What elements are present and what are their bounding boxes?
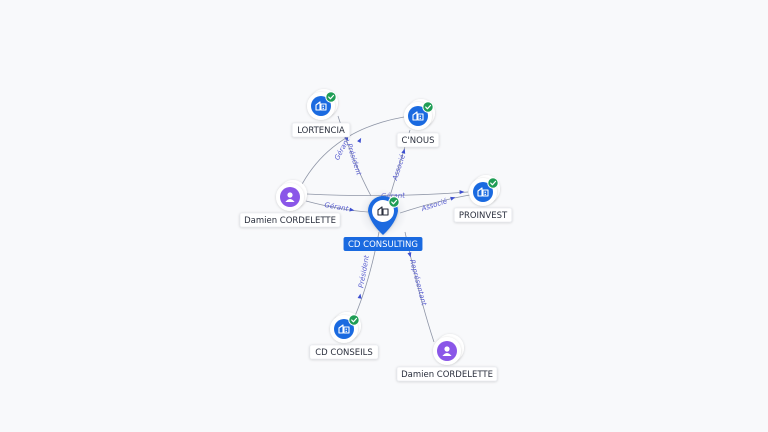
node-label: Damien CORDELETTE bbox=[239, 212, 341, 228]
verified-check-icon bbox=[388, 196, 400, 208]
node-name: Damien CORDELETTE bbox=[401, 370, 493, 380]
node-name: C'NOUS bbox=[402, 136, 435, 146]
edge-arrow bbox=[401, 148, 406, 154]
edge-label: Associé bbox=[391, 153, 407, 182]
node-damien1[interactable]: Damien CORDELETTE bbox=[239, 180, 341, 228]
node-name: Damien CORDELETTE bbox=[244, 216, 336, 226]
edge-line bbox=[299, 116, 405, 189]
node-label: C'NOUS bbox=[396, 132, 440, 148]
edge-label: Président bbox=[345, 142, 363, 176]
node-label: CD CONSEILS bbox=[309, 344, 379, 360]
edge-label: Gérant bbox=[324, 201, 349, 213]
edge-center-cdconseils: Président bbox=[354, 231, 380, 317]
center-node[interactable]: CD CONSULTING bbox=[343, 189, 423, 251]
edge-label: Associé bbox=[420, 197, 449, 213]
node-cdconseils[interactable]: CD CONSEILS bbox=[309, 312, 379, 360]
verified-check-icon bbox=[487, 177, 499, 189]
edge-arrow bbox=[450, 196, 456, 201]
node-lortencia[interactable]: LORTENCIA bbox=[291, 89, 351, 138]
center-node-name: CD CONSULTING bbox=[348, 240, 418, 250]
verified-check-icon bbox=[325, 91, 337, 103]
edge-label: Président bbox=[357, 254, 371, 288]
person-icon bbox=[442, 346, 452, 356]
company-icon bbox=[477, 187, 489, 197]
person-icon bbox=[285, 192, 295, 202]
nodes-layer: LORTENCIA C'NOUS Damien CORDELETTE PROINVES… bbox=[239, 89, 513, 382]
node-label: PROINVEST bbox=[453, 207, 513, 223]
edge-arrow bbox=[357, 293, 362, 299]
node-name: CD CONSEILS bbox=[315, 348, 373, 358]
edge-damien1-center: Gérant bbox=[305, 200, 369, 213]
company-icon bbox=[412, 111, 424, 121]
verified-check-icon bbox=[422, 101, 434, 113]
node-proinvest[interactable]: PROINVEST bbox=[453, 175, 513, 223]
edge-label: Représentant bbox=[408, 259, 428, 307]
node-name: LORTENCIA bbox=[297, 126, 345, 136]
edge-arrow bbox=[459, 190, 465, 195]
edge-line bbox=[399, 194, 471, 214]
node-damien2[interactable]: Damien CORDELETTE bbox=[396, 334, 498, 382]
edge-arrow bbox=[357, 137, 362, 144]
company-icon bbox=[377, 206, 389, 216]
node-label: CD CONSULTING bbox=[343, 237, 423, 251]
node-name: PROINVEST bbox=[459, 211, 508, 221]
node-label: LORTENCIA bbox=[291, 122, 351, 138]
company-icon bbox=[315, 101, 327, 111]
node-label: Damien CORDELETTE bbox=[396, 366, 498, 382]
verified-check-icon bbox=[348, 314, 360, 326]
edge-arrow bbox=[349, 207, 355, 212]
node-cnous[interactable]: C'NOUS bbox=[396, 99, 440, 148]
edge-arrow bbox=[407, 252, 412, 258]
company-icon bbox=[338, 324, 350, 334]
